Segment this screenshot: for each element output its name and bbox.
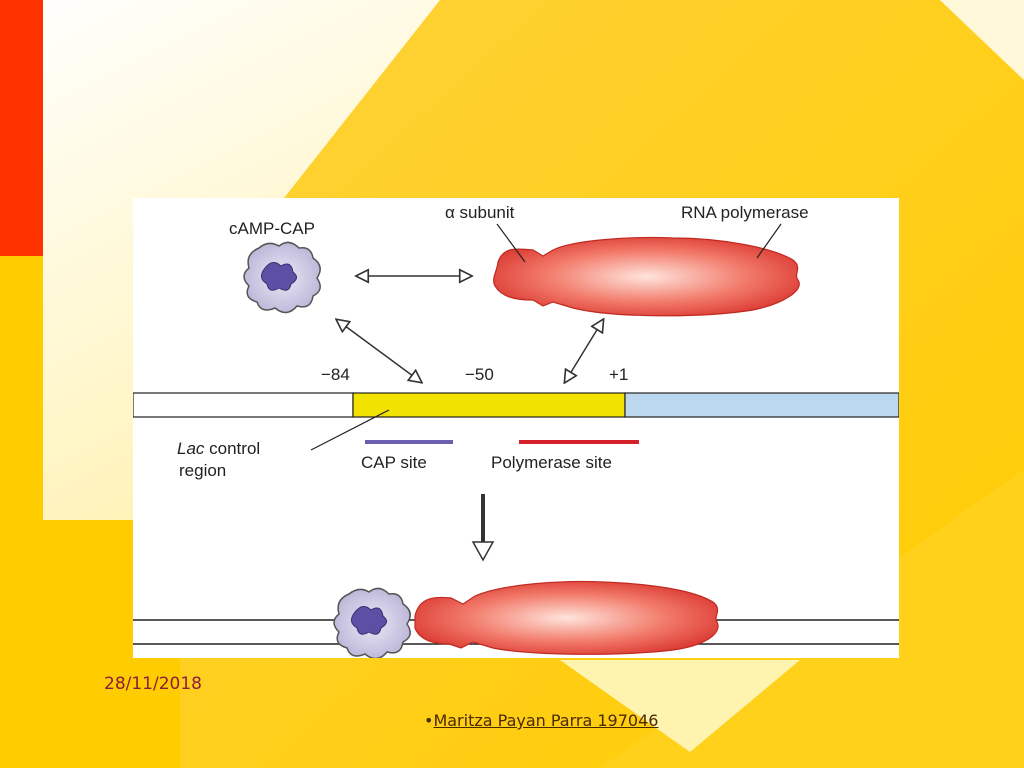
- rna-polymerase-top: [493, 236, 800, 317]
- lac-control-region-segment: [352, 392, 626, 418]
- slide-date: 28/11/2018: [104, 674, 202, 694]
- slide-footer: •Maritza Payan Parra 197046: [424, 711, 658, 730]
- rna-polymerase-pointer: [756, 223, 782, 259]
- camp-cap-protein-top: [243, 241, 321, 314]
- transition-down-arrow: [471, 494, 495, 562]
- camp-core-bound: [351, 606, 387, 635]
- camp-cap-label: cAMP-CAP: [229, 219, 315, 238]
- polymerase-dna-interaction-arrow: [565, 320, 603, 382]
- polymerase-site-label: Polymerase site: [491, 453, 612, 472]
- downstream-dna-segment: [624, 392, 899, 418]
- cap-dna-interaction-arrow: [337, 320, 421, 382]
- lac-control-pointer: [310, 409, 390, 451]
- footer-bullet: •: [424, 711, 434, 730]
- alpha-subunit-pointer: [496, 223, 526, 263]
- camp-core: [261, 262, 297, 291]
- lac-control-region-label-line2: region: [179, 461, 226, 480]
- position-minus50-label: −50: [465, 365, 494, 384]
- position-minus84-label: −84: [321, 365, 350, 384]
- rna-polymerase-bound: [414, 580, 719, 655]
- lac-control-figure: cAMP-CAP α subunit RNA polymerase −84 −5…: [133, 198, 899, 658]
- camp-cap-protein-bound: [333, 587, 411, 658]
- left-accent-bar-top: [0, 0, 43, 256]
- position-plus1-label: +1: [609, 365, 628, 384]
- author-link[interactable]: Maritza Payan Parra 197046: [433, 711, 659, 730]
- left-accent-bar-bottom: [0, 256, 43, 768]
- cap-site-label: CAP site: [361, 453, 427, 472]
- lac-control-region-label: Lac control: [177, 439, 260, 458]
- dna-strand-top: [133, 392, 899, 418]
- rna-polymerase-label: RNA polymerase: [681, 203, 809, 222]
- alpha-subunit-label: α subunit: [445, 203, 515, 222]
